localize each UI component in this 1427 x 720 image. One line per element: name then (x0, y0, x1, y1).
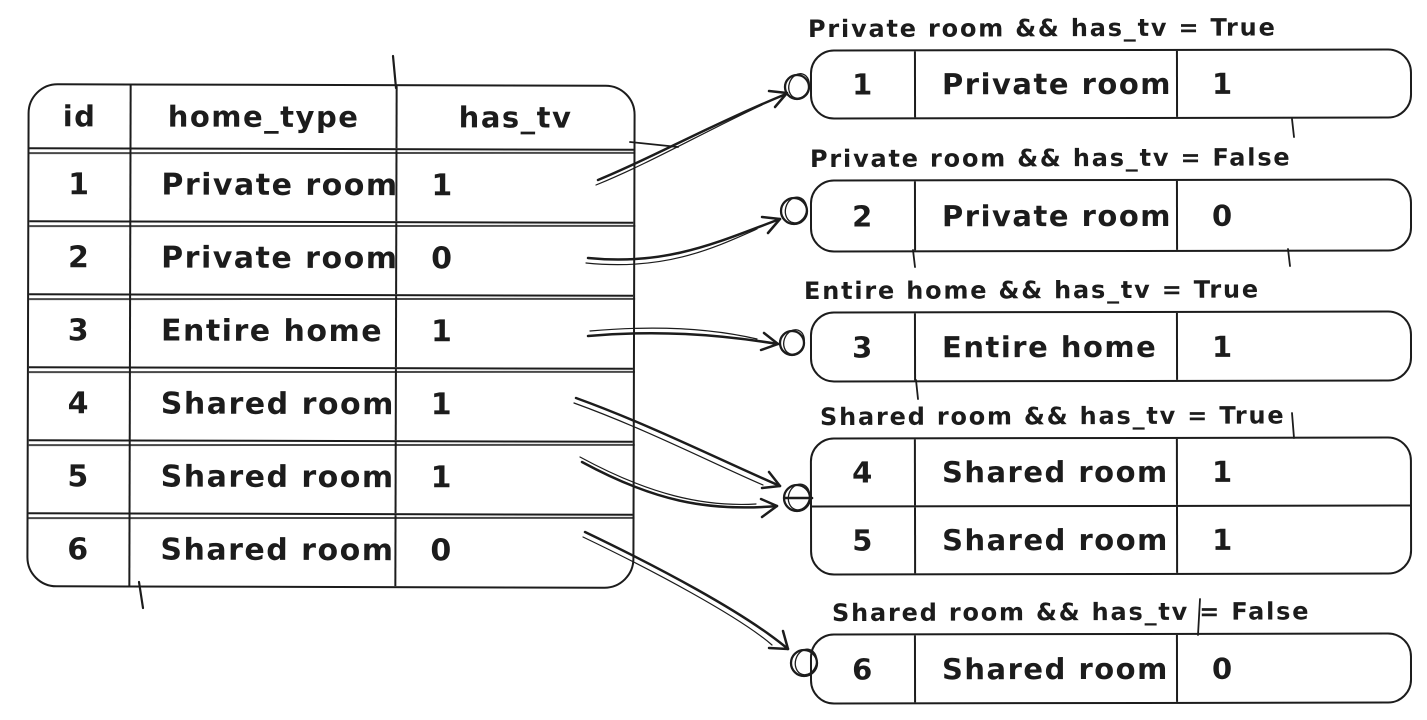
header-cell-home-type: home_type (129, 85, 396, 149)
table-row: 6 Shared room 0 (28, 512, 633, 587)
group-private-room-tv-false: Private room && has_tv = False 2 Private… (809, 143, 1413, 253)
cell-has-tv: 1 (1175, 312, 1411, 380)
cell-home-type: Private room (913, 50, 1177, 118)
connector-circle-group3 (778, 329, 806, 357)
connector-circle-group1 (783, 73, 811, 101)
cell-id: 4 (852, 455, 874, 490)
connector-circle-group2 (779, 196, 809, 226)
cell-home-type: Private room (913, 180, 1177, 251)
group-row: 6 Shared room 0 (812, 634, 1411, 703)
group-shared-room-tv-true: Shared room && has_tv = True 4 Shared ro… (809, 401, 1413, 576)
cell-home-type: Shared room (913, 438, 1176, 506)
cell-has-tv: 1 (394, 296, 634, 368)
table-row: 5 Shared room 1 (28, 439, 633, 514)
cell-has-tv: 1 (1176, 506, 1411, 573)
cell-home-type: Private room (129, 149, 399, 222)
header-cell-id: id (62, 99, 97, 134)
table-row: 1 Private room 1 (29, 147, 634, 222)
cell-home-type: Private room (129, 222, 399, 295)
cell-home-type: Shared room (128, 368, 395, 441)
cell-has-tv: 0 (1175, 634, 1411, 702)
group-box: 3 Entire home 1 (809, 310, 1413, 383)
group-row: 1 Private room 1 (812, 50, 1411, 118)
cell-id: 3 (67, 313, 91, 349)
cell-id: 6 (67, 532, 90, 568)
group-row: 4 Shared room 1 (812, 438, 1410, 506)
group-row: 3 Entire home 1 (812, 312, 1411, 381)
cell-has-tv: 1 (395, 150, 634, 222)
header-cell-has-tv: has_tv (395, 86, 634, 149)
cell-home-type: Entire home (913, 312, 1177, 381)
cell-has-tv: 1 (394, 369, 633, 441)
cell-id: 4 (67, 386, 91, 422)
group-box: 4 Shared room 1 5 Shared room 1 (809, 436, 1413, 576)
group-row: 2 Private room 0 (812, 180, 1411, 251)
table-row: 3 Entire home 1 (28, 293, 634, 368)
table-row: 2 Private room 0 (29, 220, 634, 295)
table-header-row: id home_type has_tv (29, 85, 634, 149)
cell-id: 2 (67, 240, 91, 276)
cell-id: 2 (852, 198, 874, 233)
connector-circle-group4 (782, 483, 812, 513)
cell-id: 3 (852, 329, 874, 364)
group-box: 2 Private room 0 (809, 178, 1413, 253)
group-box: 6 Shared room 0 (809, 632, 1413, 705)
group-entire-home-tv-true: Entire home && has_tv = True 3 Entire ho… (804, 275, 1413, 383)
cell-home-type: Shared room (914, 506, 1177, 574)
group-label: Private room && has_tv = False (809, 143, 1292, 174)
cell-has-tv: 1 (394, 442, 633, 514)
group-box: 1 Private room 1 (809, 48, 1413, 120)
cell-has-tv: 0 (395, 223, 634, 295)
group-private-room-tv-true: Private room && has_tv = True 1 Private … (807, 13, 1413, 120)
group-label: Private room && has_tv = True (807, 13, 1277, 44)
cell-home-type: Entire home (128, 295, 396, 368)
cell-home-type: Shared room (913, 634, 1177, 703)
group-label: Entire home && has_tv = True (803, 275, 1260, 306)
cell-has-tv: 1 (1175, 438, 1410, 505)
cell-id: 5 (852, 523, 874, 558)
group-shared-room-tv-false: Shared room && has_tv = False 6 Shared r… (809, 597, 1413, 705)
cell-has-tv: 1 (1175, 50, 1411, 117)
cell-home-type: Shared room (128, 514, 395, 587)
cell-id: 1 (68, 167, 91, 203)
source-table: id home_type has_tv 1 Private room 1 2 P… (26, 83, 636, 589)
cell-has-tv: 0 (394, 515, 633, 587)
cell-id: 6 (852, 651, 874, 686)
group-row: 5 Shared room 1 (811, 504, 1411, 574)
cell-home-type: Shared room (128, 441, 395, 514)
group-label: Shared room && has_tv = True (819, 401, 1286, 432)
cell-id: 5 (67, 459, 90, 495)
group-label: Shared room && has_tv = False (831, 597, 1311, 628)
table-row: 4 Shared room 1 (28, 366, 633, 441)
cell-has-tv: 0 (1175, 180, 1411, 250)
cell-id: 1 (852, 67, 874, 102)
